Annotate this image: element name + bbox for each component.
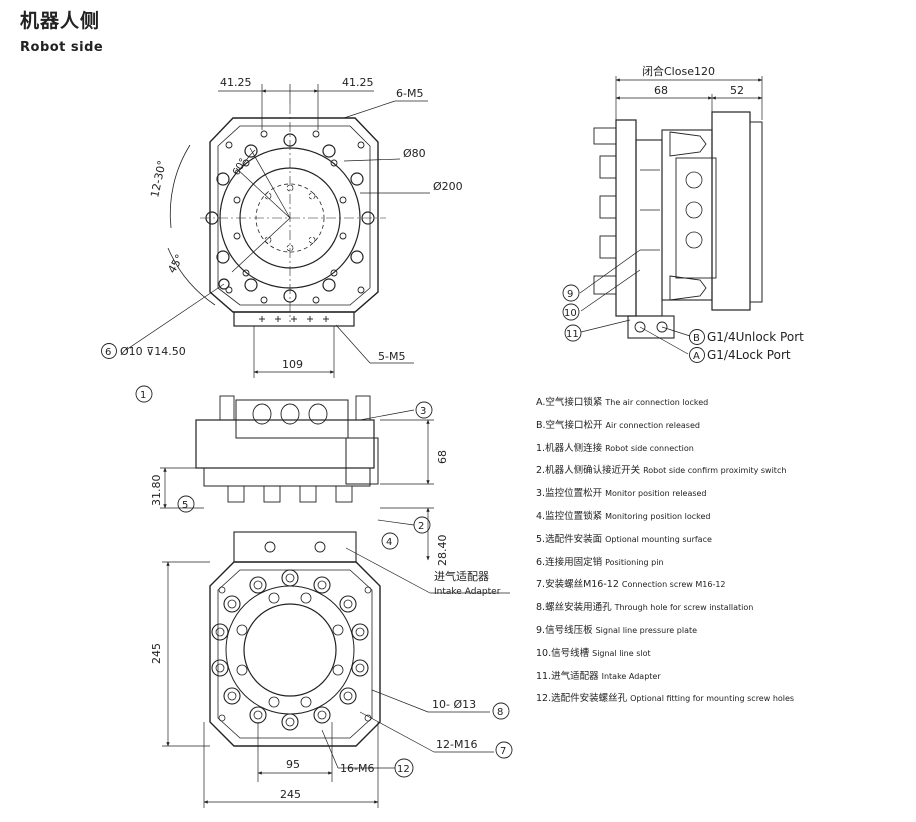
svg-text:2: 2 <box>418 521 424 532</box>
svg-text:B: B <box>693 333 700 344</box>
dim-109: 109 <box>282 358 303 371</box>
thread-5-m5: 5-M5 <box>378 350 405 363</box>
bottom-view-labels: 进气适配器 Intake Adapter 245 10- Ø13 8 12-M1… <box>150 569 513 801</box>
svg-text:7: 7 <box>500 746 506 757</box>
marker-6-text: 6 <box>105 347 111 358</box>
marker-11 <box>564 324 582 342</box>
side-view-labels: 闭合Close120 68 52 9 10 11 B G1/4Unlock Po… <box>562 64 804 363</box>
svg-text:1: 1 <box>140 390 146 401</box>
side-view <box>579 76 763 355</box>
title-cn: 机器人侧 <box>20 10 101 32</box>
dim-68-front: 68 <box>436 450 449 464</box>
svg-text:5: 5 <box>182 500 188 511</box>
dia-80: Ø80 <box>403 147 426 160</box>
dim-41-25-right: 41.25 <box>342 76 374 89</box>
marker-9 <box>562 284 580 302</box>
unlock-port-label: G1/4Unlock Port <box>707 330 804 344</box>
close-120-label: 闭合Close120 <box>642 64 715 78</box>
svg-text:4: 4 <box>386 537 392 548</box>
dim-95: 95 <box>286 758 300 771</box>
dia-200: Ø200 <box>433 180 463 193</box>
holes-label: 10- Ø13 <box>432 698 476 711</box>
intake-cn-label: 进气适配器 <box>434 569 489 583</box>
pin-label: Ø10 ⊽14.50 <box>120 345 186 358</box>
dim-31-80: 31.80 <box>150 475 163 507</box>
lock-port-label: G1/4Lock Port <box>707 348 791 362</box>
dim-245-horizontal: 245 <box>280 788 301 801</box>
svg-text:9: 9 <box>567 289 573 300</box>
dim-28-40: 28.40 <box>436 535 449 567</box>
marker-10 <box>562 303 580 321</box>
top-view <box>125 84 430 378</box>
marker-5 <box>177 495 195 513</box>
svg-text:12: 12 <box>397 764 410 775</box>
top-view-labels: 41.25 41.25 6-M5 Ø80 Ø200 12-30° 60° 45°… <box>101 76 463 371</box>
marker-4 <box>381 532 399 550</box>
marker-6 <box>101 343 117 359</box>
svg-text:11: 11 <box>566 329 579 340</box>
bottom-view <box>162 531 510 808</box>
front-view-labels: 1 3 5 2 4 68 31.80 28.40 <box>135 385 449 567</box>
dim-41-25-left: 41.25 <box>220 76 252 89</box>
dim-245-vertical: 245 <box>150 643 163 664</box>
marker-a <box>689 347 705 363</box>
dim-68: 68 <box>654 84 668 97</box>
marker-7 <box>495 741 513 759</box>
m6-label: 16-M6 <box>340 762 374 775</box>
svg-text:10: 10 <box>564 308 577 319</box>
angle-12-30: 12-30° <box>148 159 169 198</box>
marker-2 <box>413 516 431 534</box>
thread-6-m5: 6-M5 <box>396 87 423 100</box>
marker-12 <box>394 758 414 778</box>
svg-text:8: 8 <box>497 707 503 718</box>
title-en: Robot side <box>20 40 104 55</box>
dim-52: 52 <box>730 84 744 97</box>
front-view <box>160 395 434 561</box>
marker-b <box>689 329 705 345</box>
marker-8 <box>492 702 510 720</box>
marker-3 <box>415 401 433 419</box>
svg-text:A: A <box>693 351 700 362</box>
svg-text:3: 3 <box>420 406 426 417</box>
screws-label: 12-M16 <box>436 738 477 751</box>
intake-en-label: Intake Adapter <box>434 587 501 597</box>
marker-1 <box>135 385 153 403</box>
angle-45: 45° <box>165 252 186 275</box>
